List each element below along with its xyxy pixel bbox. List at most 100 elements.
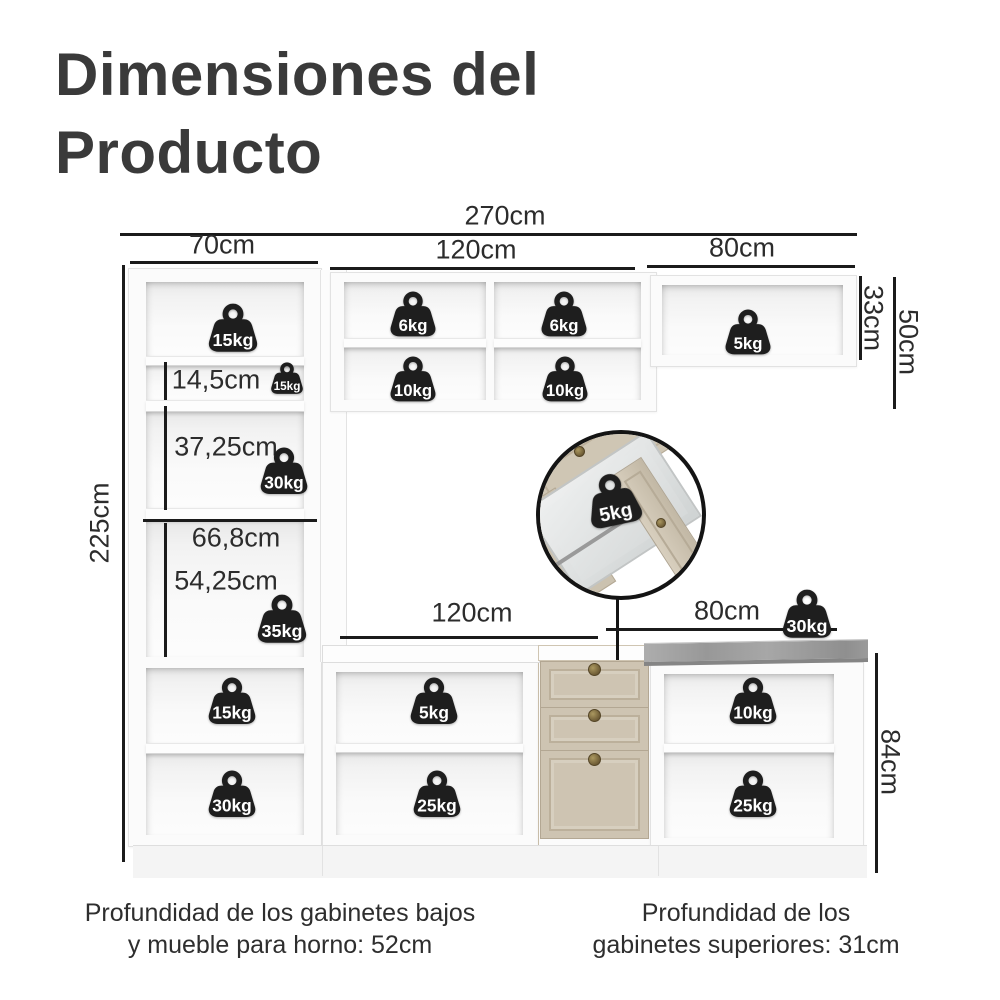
plinth (133, 845, 867, 878)
svg-text:15kg: 15kg (274, 380, 301, 393)
dimension-label-base-height: 84cm (875, 728, 906, 796)
weight-capacity-badge-tall-cabinet-shelf-2: 15kg (268, 362, 306, 400)
counter-frame-left (322, 645, 540, 663)
inset-connector-line (616, 594, 619, 660)
svg-text:25kg: 25kg (733, 795, 773, 815)
kettlebell-weight-icon: 10kg (542, 356, 588, 402)
shelf (146, 400, 304, 412)
svg-text:30kg: 30kg (264, 472, 304, 492)
shelf (146, 356, 304, 366)
kettlebell-weight-icon: 25kg (413, 770, 461, 818)
dimension-line-shelf-gap-small (164, 362, 167, 400)
kettlebell-weight-icon: 10kg (390, 356, 436, 402)
dimension-line-total-width (120, 233, 857, 236)
weight-capacity-badge-base-left-shelf-2: 25kg (409, 770, 465, 826)
kettlebell-weight-icon: 30kg (782, 589, 832, 638)
drawer-knob (588, 663, 601, 676)
dimension-line-upper-mid-width (330, 267, 635, 270)
weight-capacity-badge-tall-cabinet-lower-middle: 35kg (253, 594, 311, 652)
svg-text:6kg: 6kg (399, 316, 428, 335)
dimension-label-upper-right-width: 80cm (708, 232, 776, 263)
dimension-label-upper-right-height: 33cm (858, 284, 889, 352)
weight-capacity-badge-base-right-shelf-1: 10kg (725, 677, 781, 733)
kettlebell-weight-icon: 5kg (725, 309, 771, 355)
caption-upper-depth-line1: Profundidad de los (641, 899, 851, 927)
dimension-line-interior-width (143, 519, 317, 522)
weight-capacity-badge-tall-cabinet-top: 15kg (204, 303, 262, 361)
kettlebell-weight-icon: 30kg (208, 770, 256, 818)
dimension-label-upper-mid-width: 120cm (435, 234, 517, 265)
kettlebell-weight-icon: 15kg (271, 362, 303, 394)
kettlebell-weight-icon: 25kg (729, 770, 777, 818)
caption-lower-depth-line1: Profundidad de los gabinetes bajos (84, 899, 476, 927)
dimension-label-total-width: 270cm (464, 200, 546, 231)
kettlebell-weight-icon: 5kg (591, 474, 643, 529)
svg-text:15kg: 15kg (213, 330, 254, 350)
drawer-unit-top (538, 645, 651, 661)
svg-text:10kg: 10kg (546, 381, 584, 400)
dimension-label-shelf-gap-mid: 37,25cm (174, 431, 278, 462)
weight-capacity-badge-base-left-shelf-1: 5kg (406, 677, 462, 733)
svg-text:35kg: 35kg (262, 621, 303, 641)
page-title-line1: Dimensiones del (55, 41, 540, 108)
shelf (336, 743, 523, 753)
dimension-label-tall-cab-width: 70cm (188, 229, 256, 260)
inset-knob (574, 446, 585, 457)
plinth-seam (658, 846, 659, 876)
weight-capacity-badge-upper-middle-bottom-right: 10kg (538, 356, 592, 410)
kettlebell-weight-icon: 5kg (410, 677, 458, 725)
svg-text:30kg: 30kg (212, 795, 252, 815)
shelf (494, 338, 641, 348)
dimension-label-base-right-width: 80cm (693, 595, 761, 626)
weight-capacity-badge-upper-middle-top-right: 6kg (537, 291, 591, 345)
dimension-line-upper-right-width (647, 265, 855, 268)
shelf (664, 743, 834, 753)
shelf (344, 338, 486, 348)
shelf (146, 743, 304, 754)
svg-text:10kg: 10kg (733, 702, 773, 722)
dimension-line-upper-mid-height (893, 277, 896, 409)
kettlebell-weight-icon: 30kg (260, 447, 308, 495)
svg-text:6kg: 6kg (550, 316, 579, 335)
weight-capacity-badge-tall-cabinet-base-shelf-1: 15kg (204, 677, 260, 733)
dimension-line-upper-right-height (859, 276, 862, 360)
weight-capacity-badge-tall-cabinet-middle: 30kg (256, 447, 312, 503)
drawer-panel (549, 758, 640, 831)
dimension-label-total-height: 225cm (84, 482, 115, 564)
weight-capacity-badge-countertop: 30kg (778, 589, 836, 647)
weight-capacity-badge-upper-right-cabinet: 5kg (721, 309, 775, 363)
weight-capacity-badge-base-right-shelf-2: 25kg (725, 770, 781, 826)
svg-text:5kg: 5kg (419, 702, 449, 722)
dimension-line-shelf-gap-mid (164, 406, 167, 510)
caption-lower-depth-line2: y mueble para horno: 52cm (127, 931, 433, 959)
svg-text:5kg: 5kg (734, 334, 763, 353)
page-title-line2: Producto (55, 119, 323, 186)
dimension-label-base-mid-width: 120cm (431, 597, 513, 628)
dimension-line-base-right-width (606, 628, 837, 631)
kettlebell-weight-icon: 10kg (729, 677, 777, 725)
dimension-label-upper-mid-height: 50cm (893, 308, 924, 376)
caption-upper-depth-line2: gabinetes superiores: 31cm (592, 931, 900, 959)
weight-capacity-badge-upper-middle-top-left: 6kg (386, 291, 440, 345)
kettlebell-weight-icon: 35kg (257, 594, 307, 643)
kettlebell-weight-icon: 6kg (390, 291, 436, 337)
weight-capacity-badge-tall-cabinet-base-shelf-2: 30kg (204, 770, 260, 826)
plinth-seam (322, 846, 323, 876)
weight-capacity-badge-upper-middle-bottom-left: 10kg (386, 356, 440, 410)
weight-capacity-badge-drawer-detail-inset: 5kg (577, 467, 651, 541)
kettlebell-weight-icon: 6kg (541, 291, 587, 337)
drawer-knob (588, 753, 601, 766)
svg-text:25kg: 25kg (417, 795, 457, 815)
dimension-line-tall-cab-width (130, 261, 318, 264)
svg-text:10kg: 10kg (394, 381, 432, 400)
dimension-label-interior-width: 66,8cm (191, 522, 281, 553)
dimension-line-base-height (875, 653, 878, 873)
drawer-knob (588, 709, 601, 722)
kettlebell-weight-icon: 15kg (208, 303, 258, 352)
svg-text:15kg: 15kg (212, 702, 252, 722)
kettlebell-weight-icon: 15kg (208, 677, 256, 725)
dimension-label-shelf-gap-large: 54,25cm (174, 565, 278, 596)
dimension-line-base-mid-width (340, 636, 598, 639)
dimension-line-total-height (122, 265, 125, 862)
